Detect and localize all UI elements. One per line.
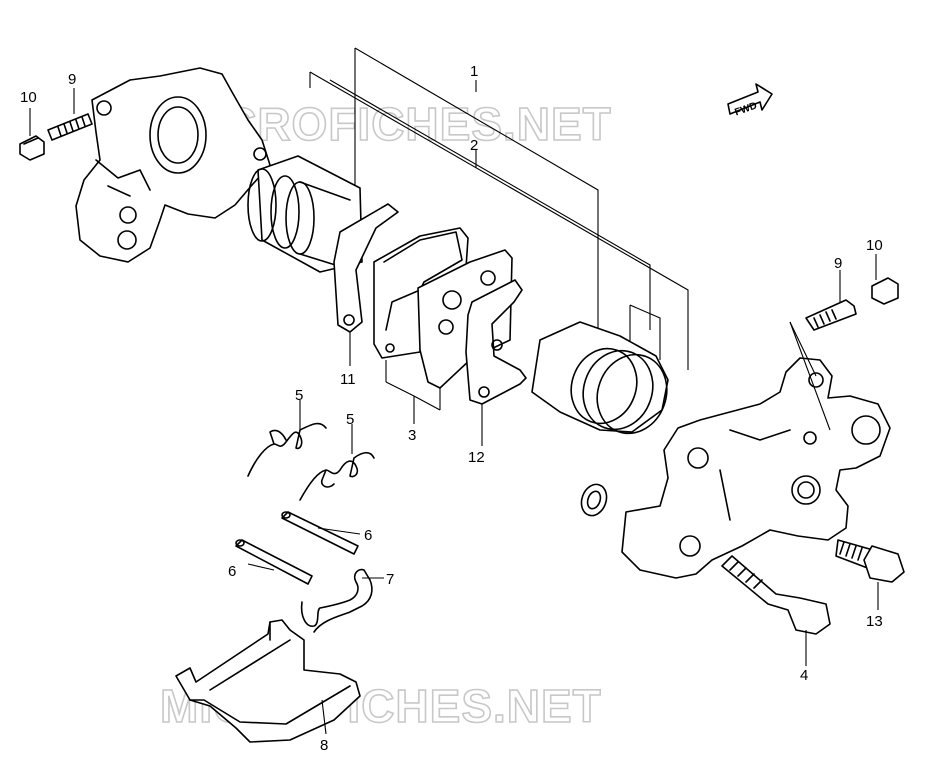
callout-6-right: 6 — [364, 527, 372, 544]
callout-10-right: 10 — [866, 237, 883, 254]
caliper-housing-right — [621, 357, 891, 579]
callout-9-right: 9 — [834, 255, 842, 272]
callout-8: 8 — [320, 737, 328, 754]
mounting-bolt-13 — [835, 539, 905, 583]
callout-4: 4 — [800, 667, 808, 684]
pad-spring-5b — [299, 451, 375, 501]
bleeder-cap-left — [19, 135, 45, 161]
callout-2: 2 — [470, 137, 478, 154]
callout-13: 13 — [866, 613, 883, 630]
callout-3: 3 — [408, 427, 416, 444]
bleeder-valve-right — [805, 299, 857, 331]
caliper-cover-8 — [175, 619, 361, 743]
caliper-housing-left — [75, 67, 271, 263]
bleeder-valve-left — [47, 113, 93, 141]
callout-7: 7 — [386, 571, 394, 588]
callout-5-lower: 5 — [346, 411, 354, 428]
callout-5-upper: 5 — [295, 387, 303, 404]
piston-right — [531, 321, 669, 435]
assembly-bracket-1 — [354, 47, 599, 330]
callout-10-left: 10 — [20, 89, 37, 106]
pad-shim-11 — [333, 203, 399, 333]
fwd-arrow-icon: FWD — [727, 83, 773, 119]
pad-pin-6a — [281, 511, 359, 555]
callout-12: 12 — [468, 449, 485, 466]
seal-ring — [580, 483, 608, 517]
callout-1: 1 — [470, 63, 478, 80]
leader-lines — [29, 82, 879, 735]
callout-9-left: 9 — [68, 71, 76, 88]
brake-pad-set-3 — [373, 227, 513, 389]
piston-left — [247, 155, 363, 273]
pad-pin-6b — [235, 539, 313, 585]
pad-spring-5a — [247, 422, 327, 477]
bleeder-cap-right — [871, 277, 899, 305]
pin-clip-7 — [300, 568, 373, 633]
assembly-bracket-2 — [309, 71, 689, 370]
callout-6-left: 6 — [228, 563, 236, 580]
callout-11: 11 — [340, 371, 356, 388]
pad-pin-bolt-4 — [721, 555, 831, 635]
pad-shim-12 — [465, 279, 527, 405]
